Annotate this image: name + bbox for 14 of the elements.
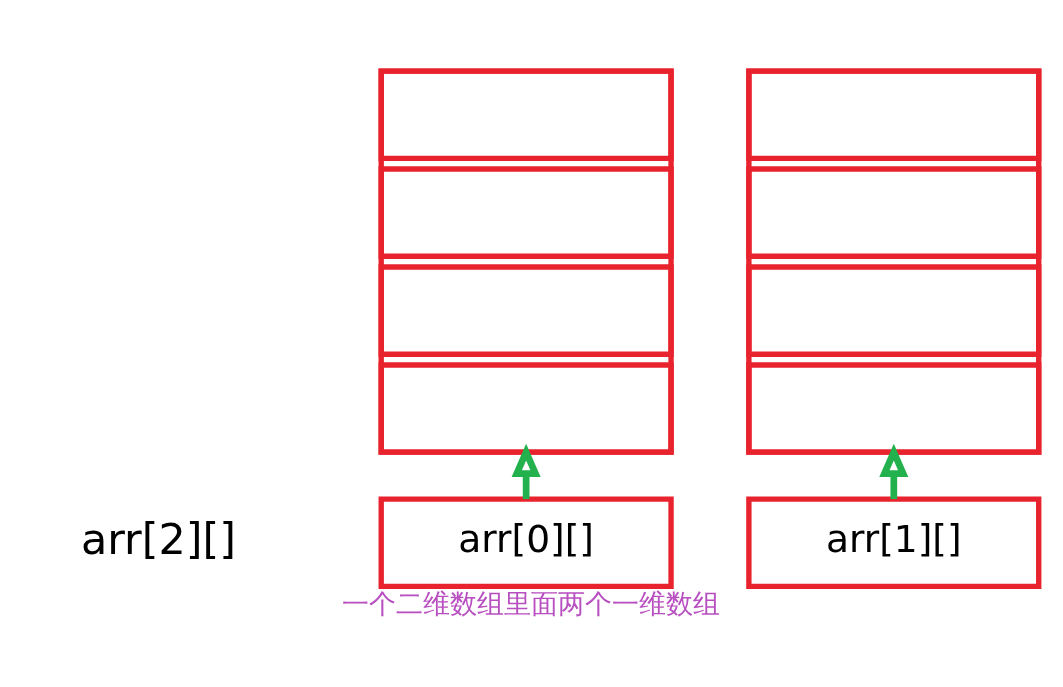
node-box bbox=[746, 166, 1042, 259]
node-box bbox=[746, 68, 1042, 161]
arrow bbox=[879, 443, 909, 500]
arrow bbox=[511, 443, 541, 500]
label: arr[2][] bbox=[80, 513, 237, 564]
node-box bbox=[378, 362, 674, 455]
node-box bbox=[746, 264, 1042, 357]
node-box: arr[0][] bbox=[378, 496, 674, 590]
node-box bbox=[378, 68, 674, 161]
caption: 一个二维数组里面两个一维数组 bbox=[342, 588, 721, 620]
node-box bbox=[378, 264, 674, 357]
node-box bbox=[378, 166, 674, 259]
node-box bbox=[746, 362, 1042, 455]
node-box: arr[1][] bbox=[746, 496, 1042, 590]
